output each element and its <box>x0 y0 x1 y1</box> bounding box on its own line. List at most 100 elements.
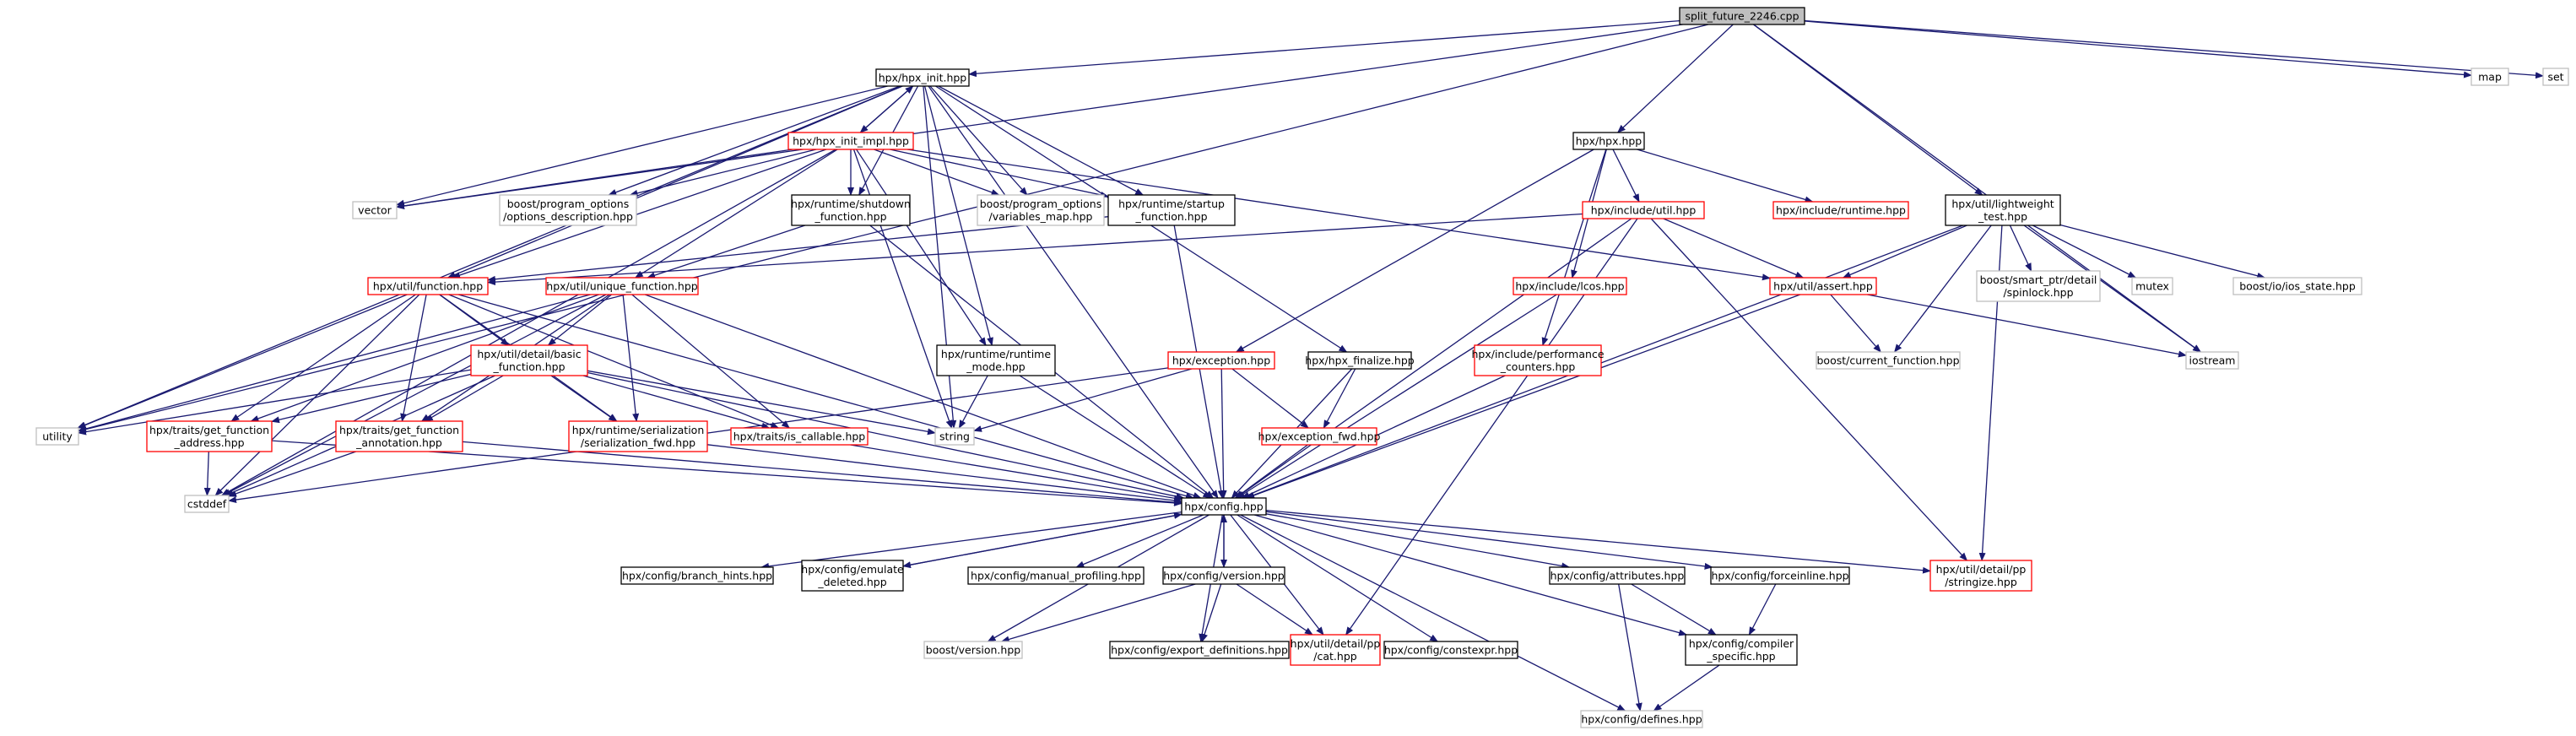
node-label: _deleted.hpp <box>817 576 886 588</box>
node-exception_fwd[interactable]: hpx/exception_fwd.hpp <box>1258 427 1381 446</box>
node-unique_function[interactable]: hpx/util/unique_function.hpp <box>545 277 699 295</box>
edge-config-to-constexpr <box>1237 514 1439 642</box>
node-hpx_init[interactable]: hpx/hpx_init.hpp <box>875 68 970 87</box>
edge-lwtest-to-current_function <box>1893 225 1992 353</box>
node-box <box>35 427 79 446</box>
edge-hpx_init_impl-to-string <box>852 149 953 429</box>
edge-forceinline-to-compiler_specific <box>1748 583 1777 636</box>
node-basic_function[interactable]: hpx/util/detail/basic_function.hpp <box>470 344 588 376</box>
node-label: iostream <box>2189 354 2236 367</box>
node-attributes[interactable]: hpx/config/attributes.hpp <box>1549 566 1686 585</box>
node-box <box>1769 277 1877 295</box>
node-stringize[interactable]: hpx/util/detail/pp/stringize.hpp <box>1929 560 2032 592</box>
node-box <box>352 201 398 219</box>
node-box <box>1816 351 1961 370</box>
node-config_version[interactable]: hpx/config/version.hpp <box>1162 566 1285 585</box>
node-label: _function.hpp <box>492 360 565 373</box>
node-spinlock: boost/smart_ptr/detail/spinlock.hpp <box>1976 270 2101 302</box>
node-get_fn_address[interactable]: hpx/traits/get_function_address.hpp <box>146 420 273 452</box>
node-pp_cat[interactable]: hpx/util/detail/pp/cat.hpp <box>1290 634 1381 666</box>
node-label: hpx/include/runtime.hpp <box>1776 204 1906 217</box>
node-label: hpx/runtime/shutdown <box>791 198 911 210</box>
edge-get_fn_address-to-cstddef <box>203 451 211 496</box>
node-label: hpx/include/performance <box>1471 348 1604 360</box>
node-box <box>936 344 1056 376</box>
node-box <box>1929 560 2032 592</box>
node-box <box>1307 351 1412 370</box>
node-box <box>787 132 914 150</box>
edge-basic_function-to-config <box>587 371 1185 501</box>
node-label: hpx/runtime/startup <box>1118 198 1225 210</box>
edge-get_fn_annotation-to-cstddef <box>228 451 356 497</box>
node-vector: vector <box>352 201 398 219</box>
node-get_fn_annotation[interactable]: hpx/traits/get_function_annotation.hpp <box>335 420 463 452</box>
node-hpx_init_impl[interactable]: hpx/hpx_init_impl.hpp <box>787 132 914 150</box>
node-util_assert[interactable]: hpx/util/assert.hpp <box>1769 277 1877 295</box>
edge-lwtest-to-ios_state <box>2059 224 2266 279</box>
node-is_callable[interactable]: hpx/traits/is_callable.hpp <box>730 427 869 446</box>
node-label: /stringize.hpp <box>1945 576 2017 588</box>
node-label: utility <box>42 430 73 443</box>
edge-shutdown-to-unique_function <box>647 225 806 279</box>
edge-unique_function-to-config <box>645 294 1202 499</box>
node-label: set <box>2547 71 2563 84</box>
node-box <box>335 420 463 452</box>
node-serialization_fwd[interactable]: hpx/runtime/serialization/serialization_… <box>568 420 708 452</box>
edge-hpx_init-to-startup <box>938 85 1145 196</box>
node-runtime_mode[interactable]: hpx/runtime/runtime_mode.hpp <box>936 344 1056 376</box>
node-label: hpx/util/detail/basic <box>477 348 581 360</box>
node-hpx_hpp[interactable]: hpx/hpx.hpp <box>1572 132 1645 150</box>
node-emulate_deleted[interactable]: hpx/config/emulate_deleted.hpp <box>801 560 904 592</box>
edge-hpx_init_impl-to-unique_function <box>634 149 838 279</box>
node-lwtest[interactable]: hpx/util/lightweight_test.hpp <box>1945 194 2061 226</box>
edge-config-to-stringize <box>1265 509 1931 574</box>
edge-attributes-to-compiler_specific <box>1631 583 1717 636</box>
node-box <box>1685 634 1798 666</box>
node-label: hpx/runtime/runtime <box>941 348 1051 360</box>
edge-util_function-to-get_fn_address <box>230 294 416 422</box>
node-perf_counters[interactable]: hpx/include/performance_counters.hpp <box>1471 344 1605 376</box>
node-constexpr[interactable]: hpx/config/constexpr.hpp <box>1383 641 1518 659</box>
node-label: _annotation.hpp <box>355 436 442 449</box>
node-compiler_specific[interactable]: hpx/config/compiler_specific.hpp <box>1685 634 1798 666</box>
node-box <box>1474 344 1602 376</box>
node-export_defs[interactable]: hpx/config/export_definitions.hpp <box>1109 641 1290 659</box>
edge-unique_function-to-serialization_fwd <box>622 294 640 422</box>
node-label: hpx/config/attributes.hpp <box>1550 570 1685 582</box>
node-box <box>1383 641 1518 659</box>
node-root[interactable]: split_future_2246.cpp <box>1679 7 1805 25</box>
node-cstddef: cstddef <box>184 495 230 513</box>
node-label: hpx/hpx.hpp <box>1576 135 1642 148</box>
edge-exception-to-config <box>1220 368 1227 499</box>
edge-hpx_init_impl-to-po_vmap <box>874 149 1000 196</box>
node-manual_profiling[interactable]: hpx/config/manual_profiling.hpp <box>967 566 1145 585</box>
node-box <box>977 194 1105 226</box>
node-inc_util[interactable]: hpx/include/util.hpp <box>1582 201 1705 219</box>
node-inc_runtime[interactable]: hpx/include/runtime.hpp <box>1772 201 1909 219</box>
node-config[interactable]: hpx/config.hpp <box>1181 497 1267 516</box>
edge-util_function-to-get_fn_annotation <box>400 294 427 422</box>
node-exception[interactable]: hpx/exception.hpp <box>1167 351 1275 370</box>
node-box <box>1710 566 1850 585</box>
node-inc_lcos[interactable]: hpx/include/lcos.hpp <box>1513 277 1627 295</box>
node-branch_hints[interactable]: hpx/config/branch_hints.hpp <box>620 566 774 585</box>
edge-basic_function-to-serialization_fwd <box>550 375 618 422</box>
node-label: _test.hpp <box>1978 210 2027 223</box>
node-label: hpx/config/emulate <box>801 563 904 576</box>
node-util_function[interactable]: hpx/util/function.hpp <box>367 277 489 295</box>
node-label: hpx/exception_fwd.hpp <box>1258 430 1381 443</box>
node-startup[interactable]: hpx/runtime/startup_function.hpp <box>1107 194 1236 226</box>
node-box <box>1261 427 1377 446</box>
node-label: _address.hpp <box>173 436 244 449</box>
node-label: hpx/traits/get_function <box>339 424 459 436</box>
node-forceinline[interactable]: hpx/config/forceinline.hpp <box>1710 566 1850 585</box>
edge-unique_function-to-cstddef <box>222 294 607 496</box>
node-finalize[interactable]: hpx/hpx_finalize.hpp <box>1305 351 1415 370</box>
node-utility: utility <box>35 427 79 446</box>
node-label: _specific.hpp <box>1706 650 1775 663</box>
node-label: hpx/runtime/serialization <box>572 424 705 436</box>
edge-hpx_hpp-to-perf_counters <box>1541 149 1607 346</box>
node-box <box>1580 710 1703 728</box>
edge-hpx_init_impl-to-startup <box>890 149 1109 198</box>
node-shutdown[interactable]: hpx/runtime/shutdown_function.hpp <box>791 194 911 226</box>
